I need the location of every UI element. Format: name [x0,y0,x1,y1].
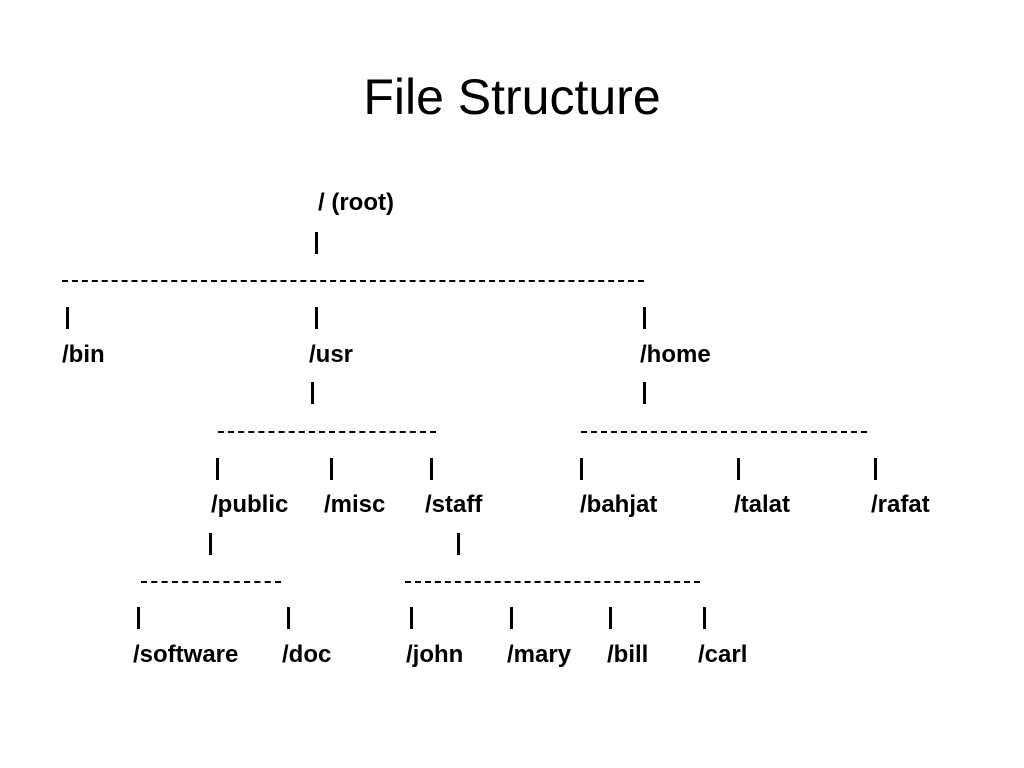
node-rafat: /rafat [871,491,930,518]
connector-home-down [643,382,646,404]
node-software: /software [133,641,239,668]
branch-line-root [62,280,644,282]
connector-doc [287,607,290,629]
connector-staff [430,458,433,480]
node-mary: /mary [507,641,572,668]
connector-public [216,458,219,480]
node-usr: /usr [309,341,354,368]
branch-line-public [141,581,281,583]
connector-root-down [315,232,318,254]
node-doc: /doc [282,641,332,668]
node-staff: /staff [425,491,483,518]
connector-carl [703,607,706,629]
connector-bin [66,307,69,329]
connector-talat [737,458,740,480]
branch-line-staff [405,581,700,583]
node-public: /public [211,491,289,518]
node-home: /home [640,341,711,368]
connector-bahjat [580,458,583,480]
branch-line-usr [218,431,436,433]
slide-title: File Structure [363,69,661,125]
connector-staff-down [457,533,460,555]
node-carl: /carl [698,641,748,668]
node-john: /john [406,641,464,668]
node-misc: /misc [324,491,386,518]
node-bill: /bill [607,641,649,668]
node-root: / (root) [318,189,394,216]
branch-line-home [581,431,867,433]
connector-usr-down [311,382,314,404]
connector-bill [609,607,612,629]
node-bin: /bin [62,341,105,368]
connector-public-down [209,533,212,555]
connector-home [643,307,646,329]
connector-john [410,607,413,629]
connector-usr [315,307,318,329]
connector-software [137,607,140,629]
node-talat: /talat [734,491,791,518]
connector-rafat [874,458,877,480]
connector-mary [510,607,513,629]
node-bahjat: /bahjat [580,491,658,518]
connector-misc [330,458,333,480]
